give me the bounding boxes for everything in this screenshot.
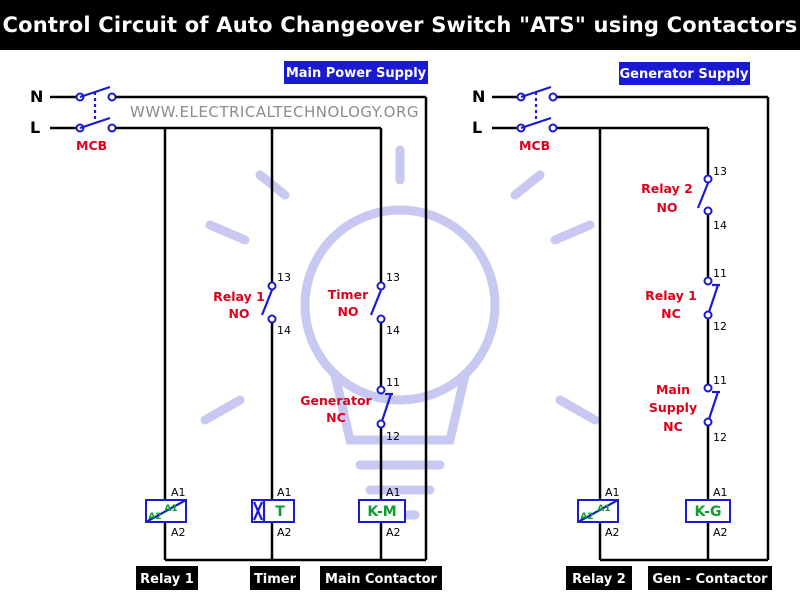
gen-mains-name1: Main [656,382,690,397]
gen-contactor-a1: A1 [713,486,728,499]
timer-coil: T [251,499,295,523]
main-mcb-switch [50,85,117,133]
watermark-text: WWW.ELECTRICALTECHNOLOGY.ORG [130,103,419,121]
relay1-caption-text: Relay 1 [140,572,194,587]
gen-wiring [557,95,770,562]
main-supply-text: Main Power Supply [286,66,427,81]
relay2-a2: A2 [605,526,620,539]
gen-contactor-caption-text: Gen - Contactor [652,572,768,587]
main-gen-t-bot: 12 [386,430,400,443]
relay1-coil-inner-a1: A1 [164,504,177,514]
main-timer-name1: Timer [328,287,369,302]
gen-contactor-a2: A2 [713,526,728,539]
gen-mains-name3: NC [663,419,683,434]
main-n-label: N [30,87,43,106]
relay2-coil-inner-a1: A1 [597,504,610,514]
relay2-caption-text: Relay 2 [572,572,626,587]
main-relay1-name1: Relay 1 [213,289,265,304]
gen-relay2-t-bot: 14 [713,219,727,232]
relay1-coil-inner-a2: A2 [148,512,161,522]
main-contactor-coil-text: K-M [367,504,396,520]
relay2-coil: A1 A2 [577,499,619,523]
page-title: Control Circuit of Auto Changeover Switc… [0,0,800,50]
relay1-a2: A2 [171,526,186,539]
generator-supply-text: Generator Supply [620,67,750,82]
timer-coil-text: T [275,504,285,520]
relay1-caption: Relay 1 [136,566,198,590]
main-timer-t-top: 13 [386,271,400,284]
timer-caption-text: Timer [254,572,297,587]
gen-relay2-t-top: 13 [713,165,727,178]
main-contactor-caption-text: Main Contactor [325,572,438,587]
main-relay1-no-contact [260,281,277,324]
main-supply-label: Main Power Supply [284,61,428,84]
relay1-a1: A1 [171,486,186,499]
main-contactor-a2: A2 [386,526,401,539]
main-mcb-label: MCB [76,138,107,153]
lightbulb-watermark-icon [200,145,600,520]
main-timer-name2: NO [337,304,358,319]
relay2-a1: A1 [605,486,620,499]
main-contactor-a1: A1 [386,486,401,499]
main-relay1-name2: NO [228,306,249,321]
timer-a2: A2 [277,526,292,539]
gen-relay1-nc-contact [703,276,720,320]
gen-relay2-name2: NO [656,200,677,215]
relay2-caption: Relay 2 [566,566,632,590]
main-timer-t-bot: 14 [386,324,400,337]
gen-contactor-coil: K-G [685,499,731,523]
main-gen-name2: NC [326,410,346,425]
main-generator-nc-contact [376,385,393,429]
gen-relay1-t-top: 11 [713,267,727,280]
timer-caption: Timer [250,566,300,590]
gen-mains-name2: Supply [649,400,697,415]
gen-relay1-t-bot: 12 [713,320,727,333]
main-wiring [116,95,428,562]
main-timer-no-contact [369,281,386,324]
relay2-coil-inner-a2: A2 [580,512,593,522]
gen-mains-nc-contact [703,383,720,427]
gen-relay1-name2: NC [661,306,681,321]
gen-mcb-label: MCB [519,138,550,153]
gen-mains-t-bot: 12 [713,431,727,444]
gen-n-label: N [472,87,485,106]
main-contactor-coil: K-M [358,499,406,523]
main-l-label: L [30,118,40,137]
relay1-coil: A1 A2 [145,499,187,523]
gen-contactor-caption: Gen - Contactor [648,566,772,590]
gen-relay1-name1: Relay 1 [645,288,697,303]
main-relay1-t-top: 13 [277,271,291,284]
main-gen-name1: Generator [300,393,372,408]
timer-x-mark-icon [252,501,264,521]
gen-relay2-no-contact [696,174,713,216]
gen-relay2-name1: Relay 2 [641,181,693,196]
gen-l-label: L [472,118,482,137]
gen-mcb-switch [492,85,558,133]
main-gen-t-top: 11 [386,376,400,389]
main-contactor-caption: Main Contactor [320,566,442,590]
gen-contactor-coil-text: K-G [695,504,722,520]
generator-supply-label: Generator Supply [619,62,750,85]
gen-mains-t-top: 11 [713,374,727,387]
main-relay1-t-bot: 14 [277,324,291,337]
timer-a1: A1 [277,486,292,499]
